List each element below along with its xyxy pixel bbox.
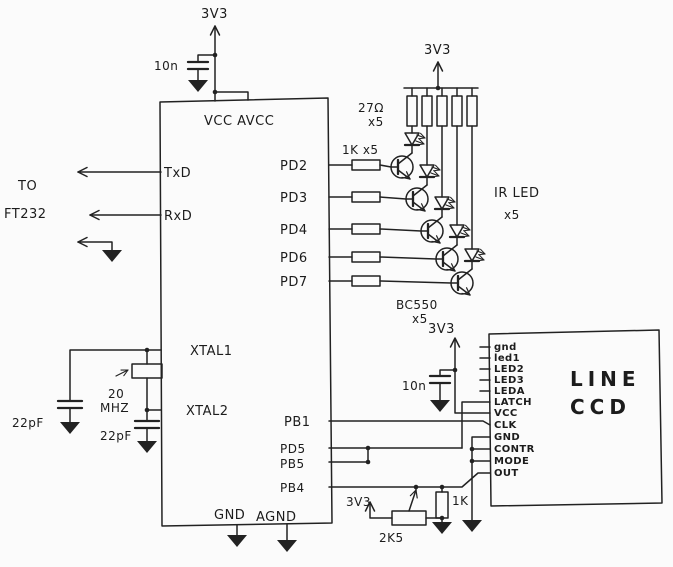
ground-symbol	[188, 80, 208, 92]
resistor-1k	[351, 275, 381, 287]
resistor-27ohm	[421, 95, 433, 127]
resistor-27ohm	[436, 95, 448, 127]
ground-symbol	[462, 520, 482, 532]
ground-symbol	[432, 522, 452, 534]
mcu-vcc-avcc-label: VCC AVCC	[204, 114, 274, 129]
cap-10n-label: 10n	[154, 59, 178, 73]
npn-transistor-symbol	[421, 217, 443, 246]
transistor-qty: x5	[412, 312, 428, 326]
to-label: TO	[17, 179, 37, 194]
resistor-1k	[351, 251, 381, 263]
ir-led-label: IR LED	[494, 186, 539, 201]
ccd-circuit	[328, 329, 663, 534]
ccd-pin-clk: CLK	[494, 420, 518, 431]
resistor-1k	[351, 159, 381, 171]
ccd-pin-latch: LATCH	[494, 397, 532, 408]
resistor-1k	[351, 223, 381, 235]
v33-label-bottom: 3V3	[346, 495, 371, 509]
ccd-pin-gnd-top: gnd	[494, 342, 517, 353]
resistor-27ohm-label: 27Ω	[358, 101, 384, 115]
pin-pd5: PD5	[280, 442, 306, 456]
v33-label-top-left: 3V3	[201, 7, 228, 22]
pin-pb1: PB1	[284, 415, 311, 430]
ground-symbol	[430, 400, 450, 412]
vcc-supply-circuit	[186, 25, 249, 102]
ccd-pin-out: OUT	[494, 468, 519, 479]
pin-pd6: PD6	[280, 251, 308, 266]
ccd-pin-led2: LED2	[494, 364, 524, 375]
cap-22pf-label-2: 22pF	[100, 429, 132, 443]
ir-led-symbol	[450, 225, 471, 239]
pot-value-label: 2K5	[379, 531, 404, 545]
ir-led-symbol	[465, 249, 486, 263]
crystal-symbol	[131, 363, 163, 379]
resistor-1k-out-label: 1K	[452, 494, 469, 508]
ground-symbol	[60, 422, 80, 434]
resistor-27ohm	[451, 95, 463, 127]
ccd-title-line1: LINE	[570, 367, 641, 391]
npn-transistor-symbol	[406, 185, 428, 214]
pin-pb4: PB4	[280, 481, 305, 495]
ccd-pin-contr: CONTR	[494, 444, 535, 455]
ground-symbol	[137, 441, 157, 453]
pin-pd7: PD7	[280, 275, 308, 290]
pin-pb5: PB5	[280, 457, 305, 471]
ccd-pin-gnd: GND	[494, 432, 520, 443]
crystal-circuit	[56, 347, 163, 453]
cap-10n-label-2: 10n	[402, 379, 426, 393]
pin-txd: TxD	[163, 166, 191, 181]
mcu-agnd-label: AGND	[256, 510, 296, 525]
pin-pd4: PD4	[280, 223, 308, 238]
npn-transistor-symbol	[436, 245, 458, 274]
cap-22pf-label-1: 22pF	[12, 416, 44, 430]
ground-symbol	[102, 250, 122, 262]
ft232-label: FT232	[4, 207, 47, 222]
ir-led-symbol	[420, 165, 441, 179]
ccd-pin-mode: MODE	[494, 456, 529, 467]
mcu-gnd-label: GND	[214, 508, 245, 523]
resistor-27ohm-qty: x5	[368, 115, 384, 129]
transistor-label: BC550	[396, 298, 438, 312]
pin-pd3: PD3	[280, 191, 308, 206]
pin-rxd: RxD	[164, 209, 192, 224]
resistor-1k-out	[435, 491, 449, 519]
ground-symbol	[277, 540, 297, 552]
ccd-title-line2: CCD	[570, 395, 631, 419]
led-driver-array	[328, 61, 486, 298]
ir-led-qty: x5	[504, 208, 520, 222]
potentiometer-2k5	[391, 510, 427, 526]
pin-xtal1: XTAL1	[190, 344, 233, 359]
v33-label-mid: 3V3	[428, 322, 455, 337]
pin-pd2: PD2	[280, 159, 308, 174]
labels: 3V3 10n VCC AVCC TO FT232 TxD RxD XTAL1 …	[4, 7, 641, 545]
ccd-pin-vcc: VCC	[494, 408, 518, 419]
resistor-27ohm	[466, 95, 478, 127]
crystal-unit-label: MHZ	[100, 401, 129, 415]
pin-xtal2: XTAL2	[186, 404, 229, 419]
resistor-27ohm	[406, 95, 418, 127]
v33-label-top-right: 3V3	[424, 43, 451, 58]
ft232-wires	[77, 166, 162, 262]
npn-transistor-symbol	[391, 153, 413, 182]
crystal-value-label: 20	[108, 387, 124, 401]
resistor-1k	[351, 191, 381, 203]
resistor-1k-array-label: 1K x5	[342, 143, 379, 157]
ground-symbol	[227, 535, 247, 547]
ccd-pin-led3: LED3	[494, 375, 524, 386]
ir-led-symbol	[435, 197, 456, 211]
ccd-pin-led1: led1	[494, 353, 520, 364]
ccd-pin-leda: LEDA	[494, 386, 525, 397]
ir-led-symbol	[405, 133, 426, 147]
npn-transistor-symbol	[451, 269, 473, 298]
mcu-box	[159, 97, 333, 552]
